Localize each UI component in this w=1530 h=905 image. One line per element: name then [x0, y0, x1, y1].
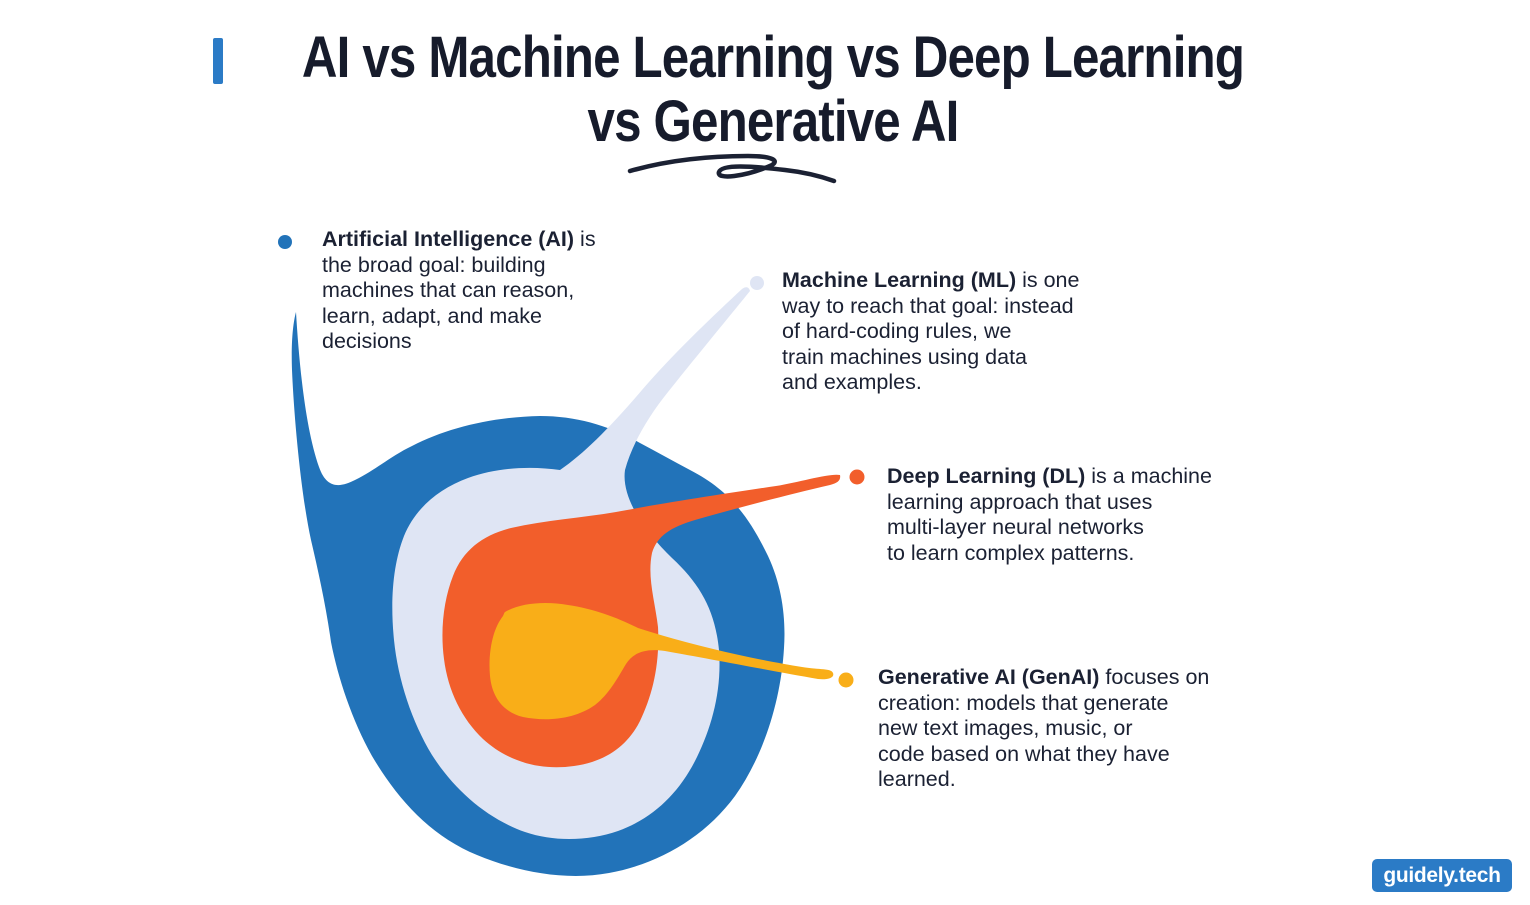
annotation-genai-text: focuses on creation: models that generat…: [878, 665, 1210, 791]
title-line-2: vs Generative AI: [587, 89, 960, 154]
annotation-genai-lead: Generative AI (GenAI): [878, 665, 1100, 689]
annotation-dl: Deep Learning (DL) is a machine learning…: [887, 464, 1307, 566]
annotation-ml: Machine Learning (ML) is one way to reac…: [782, 268, 1162, 396]
annotation-ai-lead: Artificial Intelligence (AI): [322, 227, 575, 251]
annotation-ml-text: is one way to reach that goal: instead o…: [782, 268, 1080, 394]
title-accent-bar: [213, 38, 223, 84]
annotation-ai-text: is the broad goal: building machines tha…: [322, 227, 596, 353]
page-title: AI vs Machine Learning vs Deep Learning …: [123, 26, 1424, 154]
annotation-ai: Artificial Intelligence (AI) is the broa…: [322, 227, 702, 355]
title-line-1: AI vs Machine Learning vs Deep Learning: [301, 25, 1245, 90]
ai-bullet-dot: [278, 235, 292, 249]
brand-logo-text: guidely.tech: [1383, 863, 1501, 887]
ml-bullet-dot: [750, 276, 764, 290]
annotation-genai: Generative AI (GenAI) focuses on creatio…: [878, 665, 1298, 793]
genai-bullet-dot: [838, 672, 854, 688]
blob-genai: [489, 603, 834, 720]
brand-logo: guidely.tech: [1372, 859, 1512, 892]
annotation-ml-lead: Machine Learning (ML): [782, 268, 1017, 292]
title-underline-squiggle: [627, 153, 837, 184]
annotation-dl-lead: Deep Learning (DL): [887, 464, 1086, 488]
dl-bullet-dot: [849, 469, 865, 485]
annotation-dl-text: is a machine learning approach that uses…: [887, 464, 1212, 565]
